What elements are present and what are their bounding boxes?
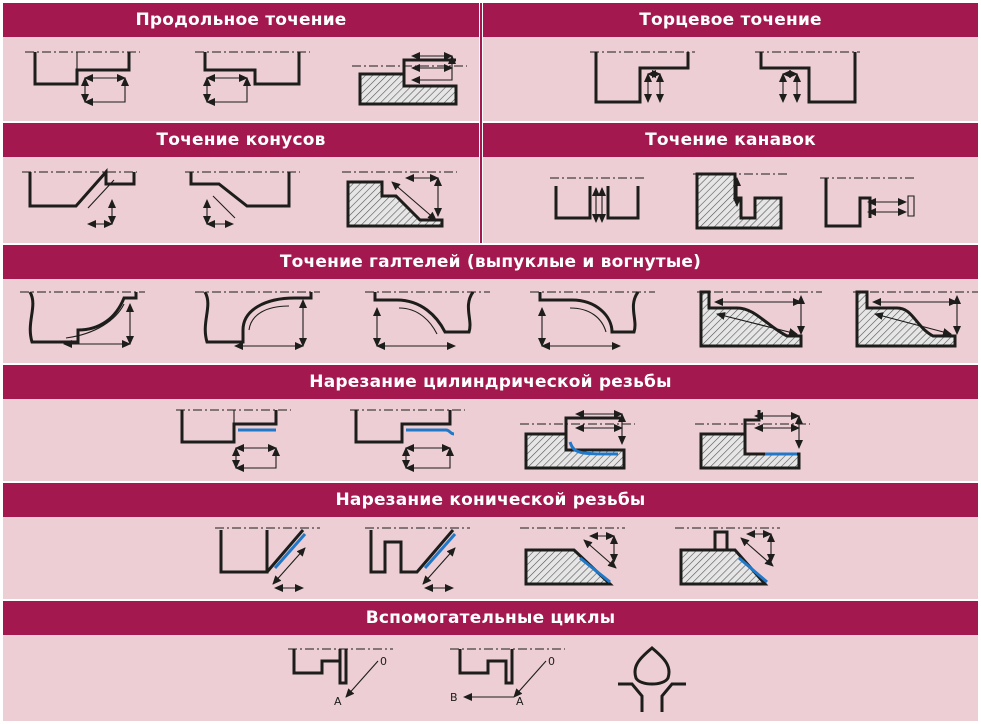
groove-outer-icon: [550, 177, 645, 223]
panel-taper-thread: [3, 517, 978, 599]
fillet-roughing-convex-icon: [697, 290, 822, 348]
section-header-face: Торцевое точение: [483, 3, 978, 37]
taper-roughing-icon: [342, 171, 457, 228]
taper-inner-icon: [185, 171, 300, 228]
longitudinal-roughing-icon: [352, 52, 467, 106]
taper-thread-outer-icon: [215, 527, 320, 592]
section-header-groove: Точение канавок: [483, 123, 978, 157]
taper-thread-roughing-icon: [520, 527, 625, 586]
fillet-roughing-concave-icon: [853, 290, 978, 348]
fillet-outer-concave-icon: [195, 291, 320, 350]
section-header-auxiliary: Вспомогательные циклы: [3, 601, 978, 635]
point-zero-label: 0: [380, 655, 387, 668]
taper-outer-icon: [22, 168, 137, 228]
section-title: Нарезание конической резьбы: [335, 490, 646, 510]
section-header-taper-thread: Нарезание конической резьбы: [3, 483, 978, 517]
section-title: Продольное точение: [135, 10, 347, 30]
section-header-longitudinal: Продольное точение: [3, 3, 479, 37]
aux-retract-icon: 0 B A: [450, 648, 565, 708]
section-title: Точение конусов: [156, 130, 326, 150]
column-divider: [480, 3, 482, 243]
section-title: Торцевое точение: [639, 10, 822, 30]
panel-face: [483, 37, 978, 121]
section-title: Точение канавок: [645, 130, 816, 150]
fillet-outer-convex-icon: [20, 291, 145, 348]
cyl-thread-outer-icon: [176, 409, 291, 472]
point-b-label: B: [450, 691, 458, 704]
longitudinal-inner-icon: [195, 51, 310, 106]
groove-face-icon: [820, 177, 915, 228]
groove-inner-icon: [693, 172, 788, 230]
fillet-inner-concave-icon: [530, 291, 655, 350]
aux-approach-icon: 0 A: [288, 648, 393, 708]
point-zero-label: 0: [548, 655, 555, 668]
panel-cyl-thread: [3, 399, 978, 481]
section-title: Точение галтелей (выпуклые и вогнутые): [279, 252, 702, 272]
longitudinal-outer-icon: [25, 51, 140, 106]
section-title: Вспомогательные циклы: [365, 608, 616, 628]
point-a-label: A: [516, 695, 524, 708]
panel-fillet: [3, 279, 978, 363]
point-a-label: A: [334, 695, 342, 708]
cyl-thread-inner-icon: [350, 409, 465, 472]
fillet-inner-convex-icon: [365, 291, 490, 350]
taper-thread-inner-icon: [365, 527, 470, 592]
face-inner-icon: [755, 51, 860, 104]
section-header-fillet: Точение галтелей (выпуклые и вогнутые): [3, 245, 978, 279]
section-title: Нарезание цилиндрической резьбы: [309, 372, 672, 392]
tool-change-icon: [618, 646, 686, 712]
face-outer-icon: [590, 51, 695, 104]
section-header-taper: Точение конусов: [3, 123, 479, 157]
cyl-thread-roughing-icon: [520, 410, 635, 470]
section-header-cyl-thread: Нарезание цилиндрической резьбы: [3, 365, 978, 399]
taper-thread-multi-icon: [675, 527, 780, 586]
cyl-thread-multi-icon: [695, 410, 810, 470]
